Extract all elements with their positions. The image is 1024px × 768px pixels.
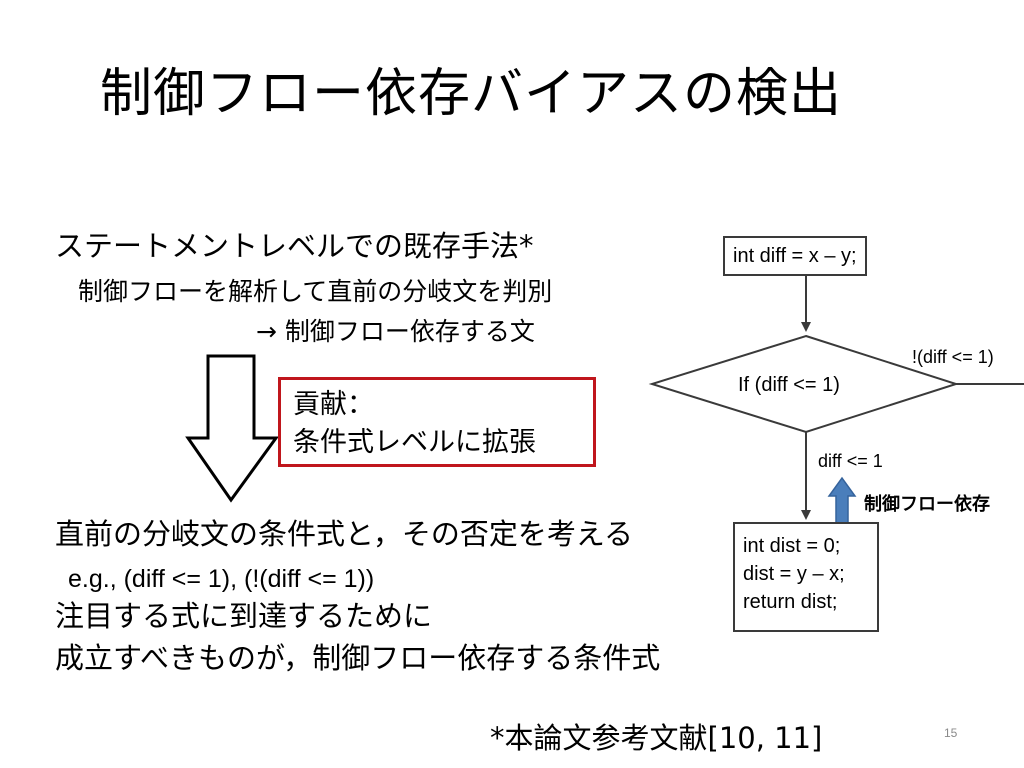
dependency-label: 制御フロー依存: [864, 494, 990, 515]
existing-method-heading: ステートメントレベルでの既存手法*: [55, 229, 534, 263]
existing-method-result: → 制御フロー依存する文: [256, 317, 535, 346]
code-line-2: dist = y – x;: [743, 563, 845, 585]
contribution-text: 条件式レベルに拡張: [293, 427, 536, 458]
code-top-text: int diff = x – y;: [733, 245, 857, 267]
contribution-label: 貢献：: [293, 389, 374, 420]
code-line-3: return dist;: [743, 591, 838, 613]
page-number: 15: [944, 726, 958, 740]
decision-text: If (diff <= 1): [738, 374, 840, 396]
down-arrow-icon: [185, 354, 279, 503]
true-branch-label: diff <= 1: [818, 451, 883, 471]
code-box-bottom: int dist = 0; dist = y – x; return dist;: [733, 522, 879, 632]
flowchart: [648, 276, 1024, 529]
code-line-1: int dist = 0;: [743, 535, 841, 557]
body-line-1: 直前の分岐文の条件式と，その否定を考える: [55, 517, 633, 551]
code-box-top: int diff = x – y;: [723, 236, 867, 276]
slide-title: 制御フロー依存バイアスの検出: [100, 64, 843, 124]
contribution-box: 貢献： 条件式レベルに拡張: [278, 377, 596, 467]
false-branch-label: !(diff <= 1): [912, 347, 994, 367]
footnote: *本論文参考文献[10, 11]: [490, 721, 823, 755]
body-line-3: 注目する式に到達するために: [55, 599, 433, 633]
dependency-arrow-icon: [827, 476, 857, 529]
existing-method-detail: 制御フローを解析して直前の分岐文を判別: [78, 277, 553, 306]
body-example: e.g., (diff <= 1), (!(diff <= 1)): [68, 565, 375, 593]
body-line-4: 成立すべきものが，制御フロー依存する条件式: [55, 641, 661, 675]
